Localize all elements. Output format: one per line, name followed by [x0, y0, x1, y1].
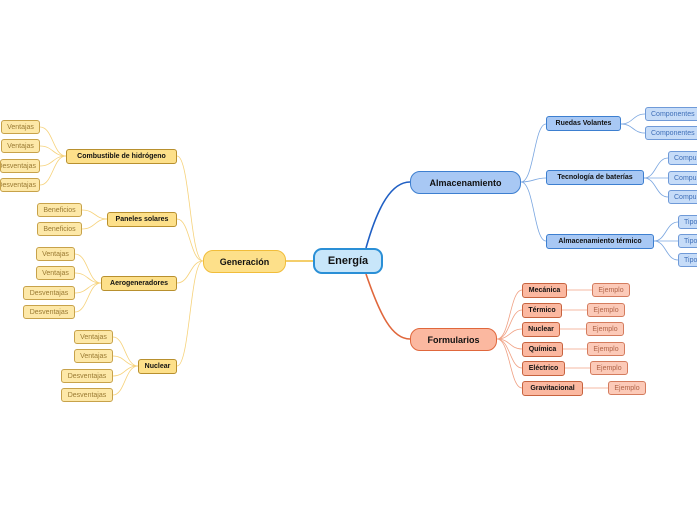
- leaf-ejemplo[interactable]: Ejemplo: [587, 303, 625, 317]
- leaf-compu[interactable]: Compu: [668, 171, 697, 185]
- leaf-ejemplo[interactable]: Ejemplo: [590, 361, 628, 375]
- leaf-ejemplo[interactable]: Ejemplo: [608, 381, 646, 395]
- subtopic-mecanica[interactable]: Mecánica: [522, 283, 567, 298]
- leaf-ventajas[interactable]: Ventajas: [36, 266, 75, 280]
- leaf-desventajas[interactable]: Desventajas: [61, 369, 113, 383]
- central-topic[interactable]: Energía: [313, 248, 383, 274]
- subtopic-aerogeneradores[interactable]: Aerogeneradores: [101, 276, 177, 291]
- subtopic-nuclear[interactable]: Nuclear: [522, 322, 560, 337]
- leaf-tipo[interactable]: Tipo: [678, 215, 697, 229]
- leaf-componentes[interactable]: Componentes: [645, 107, 697, 121]
- topic-almacenamiento[interactable]: Almacenamiento: [410, 171, 521, 194]
- subtopic-ruedas-volantes[interactable]: Ruedas Volantes: [546, 116, 621, 131]
- leaf-tipo[interactable]: Tipo: [678, 234, 697, 248]
- leaf-ventajas[interactable]: Ventajas: [1, 139, 40, 153]
- leaf-ventajas[interactable]: Ventajas: [36, 247, 75, 261]
- leaf-compu[interactable]: Compu: [668, 151, 697, 165]
- subtopic-almacenamiento-termico[interactable]: Almacenamiento térmico: [546, 234, 654, 249]
- subtopic-paneles-solares[interactable]: Paneles solares: [107, 212, 177, 227]
- leaf-ejemplo[interactable]: Ejemplo: [587, 342, 625, 356]
- leaf-beneficios[interactable]: Beneficios: [37, 222, 82, 236]
- leaf-desventajas[interactable]: Desventajas: [23, 286, 75, 300]
- subtopic-tecnologia-baterias[interactable]: Tecnología de baterías: [546, 170, 644, 185]
- leaf-desventajas[interactable]: Desventajas: [61, 388, 113, 402]
- leaf-beneficios[interactable]: Beneficios: [37, 203, 82, 217]
- leaf-compu[interactable]: Compu: [668, 190, 697, 204]
- subtopic-gravitacional[interactable]: Gravitacional: [522, 381, 583, 396]
- leaf-desventajas[interactable]: Desventajas: [0, 178, 40, 192]
- subtopic-quimica[interactable]: Química: [522, 342, 563, 357]
- leaf-componentes[interactable]: Componentes: [645, 126, 697, 140]
- leaf-ventajas[interactable]: Ventajas: [74, 330, 113, 344]
- subtopic-combustible-hidrogeno[interactable]: Combustible de hidrógeno: [66, 149, 177, 164]
- topic-generacion[interactable]: Generación: [203, 250, 286, 273]
- subtopic-electrico[interactable]: Eléctrico: [522, 361, 565, 376]
- topic-formularios[interactable]: Formularios: [410, 328, 497, 351]
- leaf-ejemplo[interactable]: Ejemplo: [592, 283, 630, 297]
- subtopic-termico[interactable]: Térmico: [522, 303, 562, 318]
- leaf-ventajas[interactable]: Ventajas: [1, 120, 40, 134]
- leaf-ejemplo[interactable]: Ejemplo: [586, 322, 624, 336]
- leaf-desventajas[interactable]: Desventajas: [23, 305, 75, 319]
- leaf-desventajas[interactable]: Desventajas: [0, 159, 40, 173]
- leaf-tipo[interactable]: Tipo: [678, 253, 697, 267]
- leaf-ventajas[interactable]: Ventajas: [74, 349, 113, 363]
- subtopic-nuclear-generacion[interactable]: Nuclear: [138, 359, 177, 374]
